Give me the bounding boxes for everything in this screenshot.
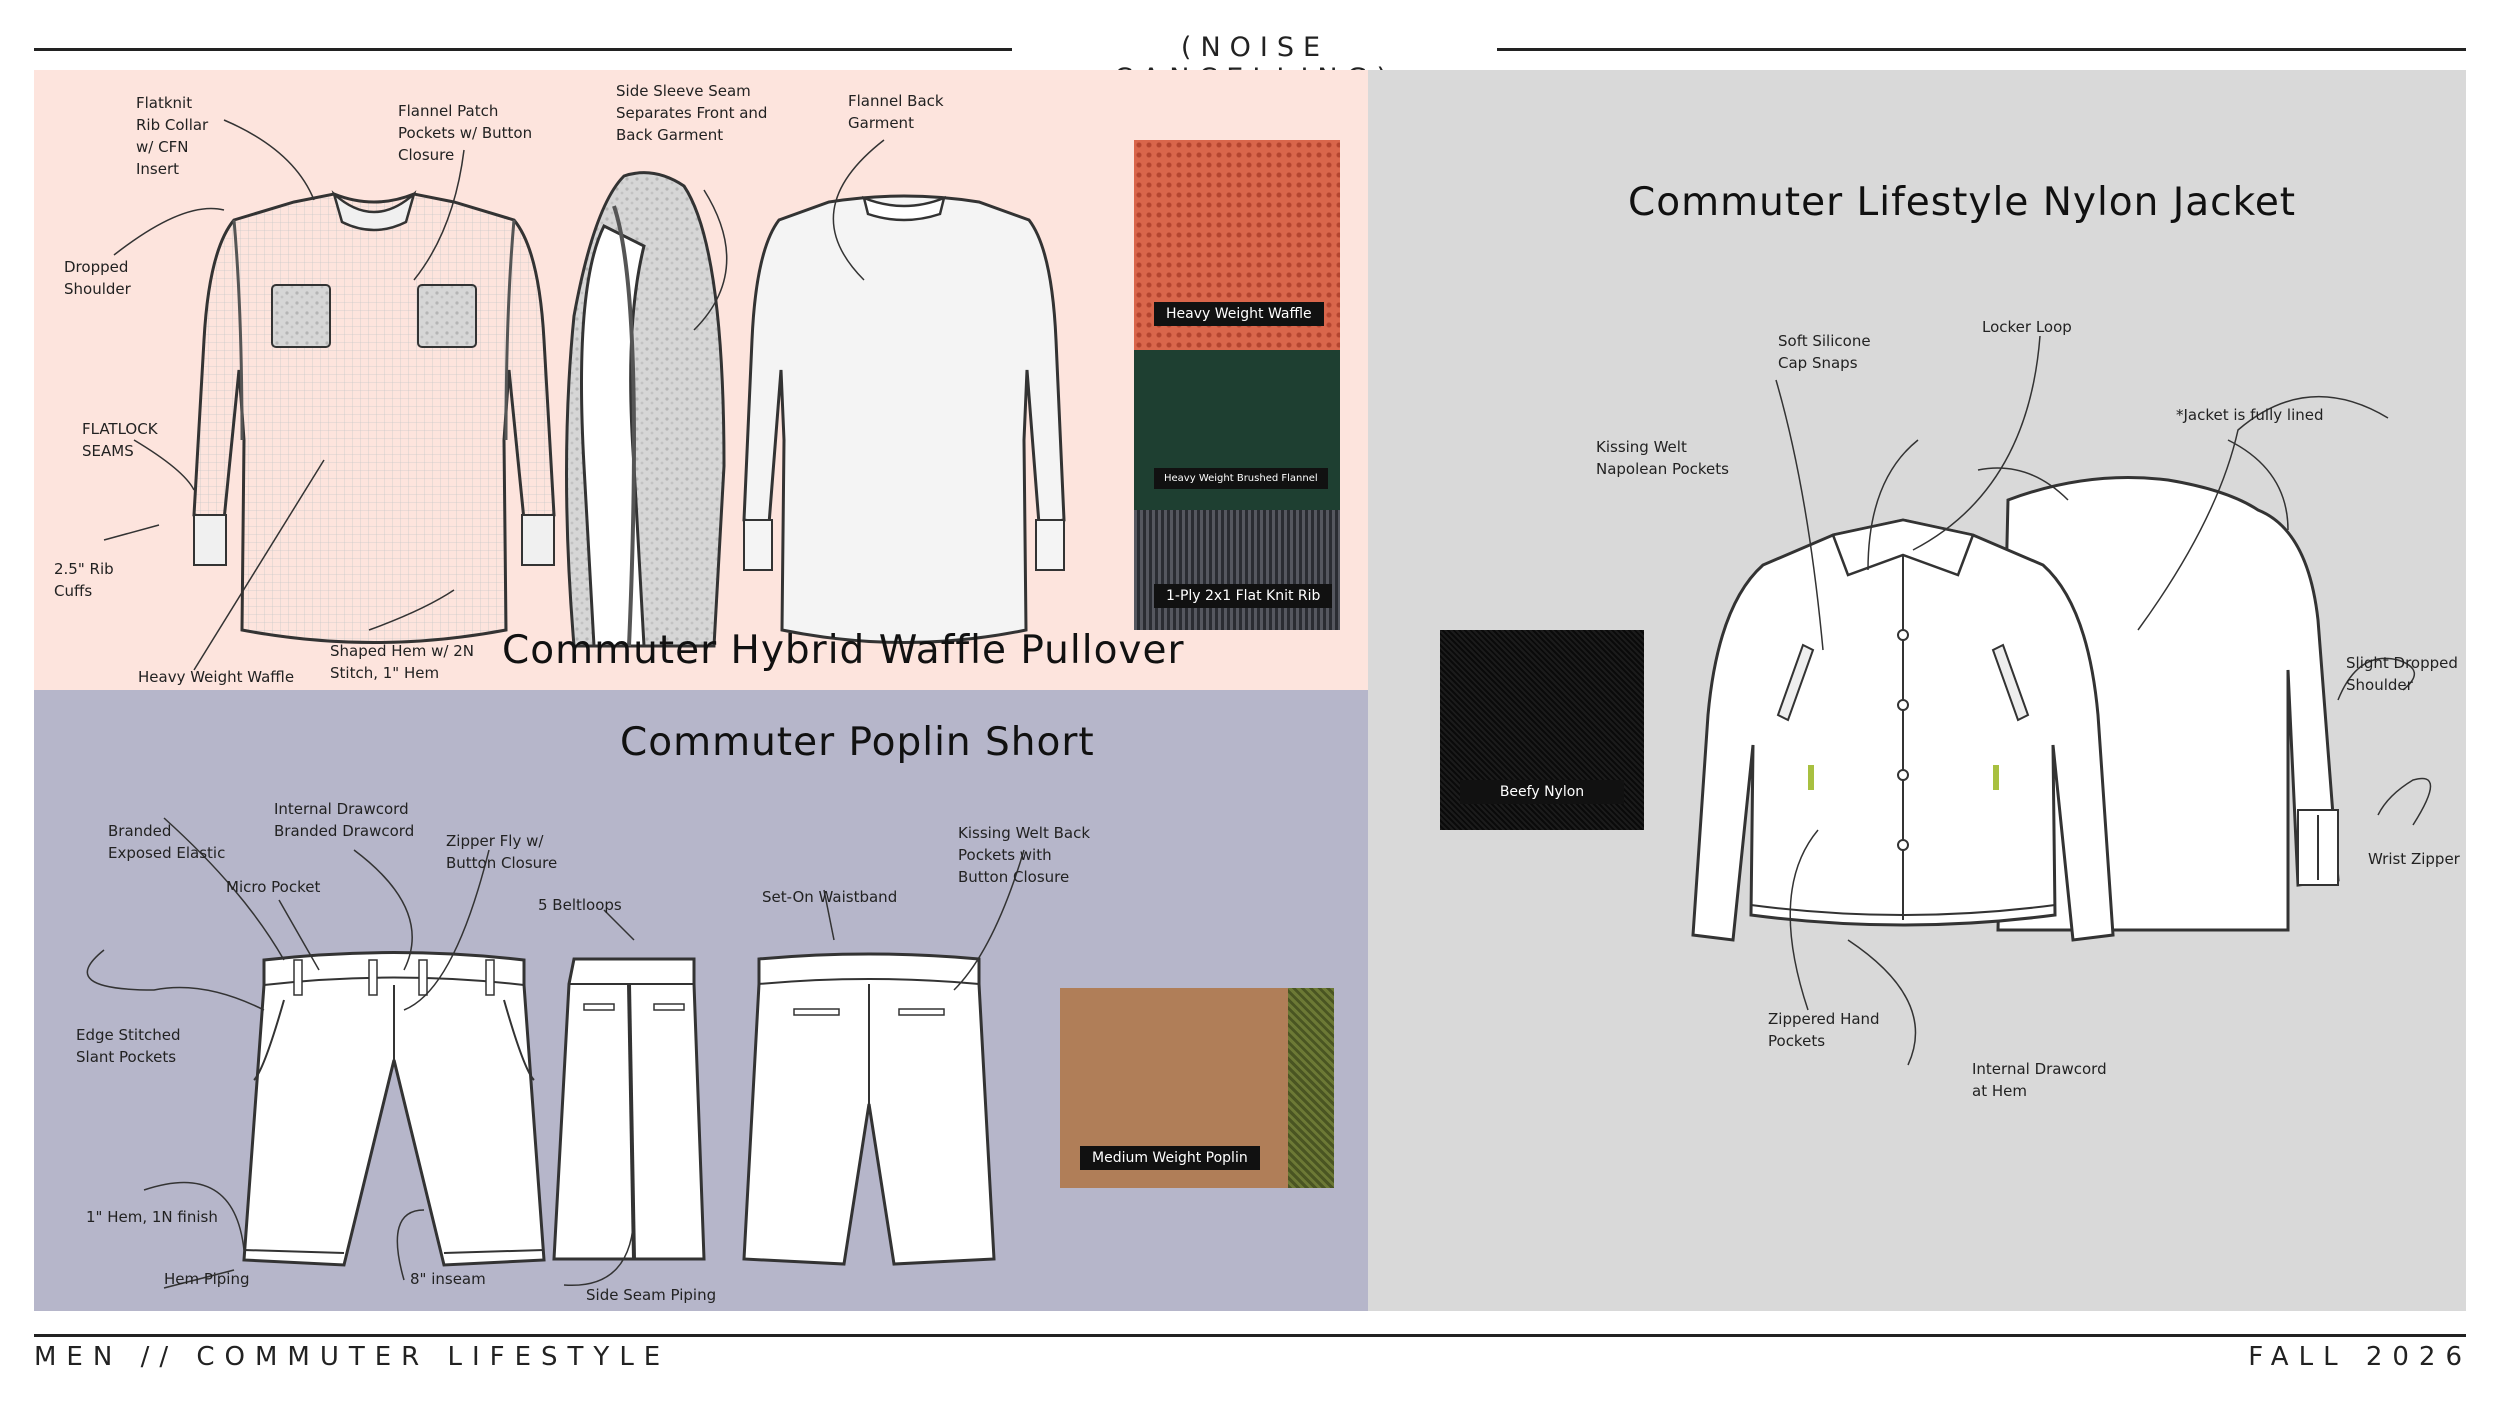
callout-napolean-pockets: Kissing Welt Napolean Pockets: [1596, 438, 1729, 478]
callout-wrist-zipper: Wrist Zipper: [2368, 850, 2460, 868]
callout-zipper-fly: Zipper Fly w/ Button Closure: [446, 832, 558, 872]
footer-rule: [34, 1334, 2466, 1337]
footer-right: FALL 2026: [2248, 1342, 2472, 1372]
callout-rib-collar: Flatknit Rib Collar w/ CFN Insert: [136, 94, 209, 178]
swatch-label-heavy-waffle: Heavy Weight Waffle: [1154, 302, 1324, 326]
swatch-label-brushed-flannel: Heavy Weight Brushed Flannel: [1154, 468, 1328, 489]
callout-flannel-back: Flannel Back Garment: [848, 92, 944, 132]
callout-hem-finish: 1" Hem, 1N finish: [86, 1208, 218, 1226]
callout-drawcord-hem: Internal Drawcord at Hem: [1972, 1060, 2107, 1100]
short-callout-lines: [86, 817, 1025, 1289]
callout-set-on-waistband: Set-On Waistband: [762, 888, 898, 906]
short-title: Commuter Poplin Short: [620, 720, 1095, 765]
jacket-title: Commuter Lifestyle Nylon Jacket: [1628, 180, 2297, 225]
callout-edge-stitched: Edge Stitched Slant Pockets: [76, 1026, 181, 1066]
swatch-label-beefy-nylon: Beefy Nylon: [1460, 780, 1624, 804]
short-front-sketch: [242, 951, 546, 1267]
pullover-panel: Flatknit Rib Collar w/ CFN Insert Droppe…: [34, 70, 1368, 690]
callout-shaped-hem: Shaped Hem w/ 2N Stitch, 1" Hem: [330, 642, 475, 682]
pullover-side-sketch: [565, 171, 726, 648]
short-panel: Commuter Poplin Short: [34, 690, 1368, 1311]
callout-inseam: 8" inseam: [410, 1270, 486, 1288]
swatch-label-poplin: Medium Weight Poplin: [1080, 1146, 1260, 1170]
callout-slight-dropped-shoulder: Slight Dropped Shoulder: [2346, 654, 2458, 694]
callout-fully-lined: *Jacket is fully lined: [2176, 406, 2324, 424]
callout-beltloops: 5 Beltloops: [538, 896, 622, 914]
callout-side-seam-piping: Side Seam Piping: [586, 1286, 717, 1304]
jacket-callout-lines: [1775, 335, 2432, 1066]
short-side-sketch: [552, 957, 706, 1261]
callout-branded-elastic: Branded Exposed Elastic: [108, 822, 226, 862]
footer-left: MEN // COMMUTER LIFESTYLE: [34, 1342, 671, 1372]
short-back-sketch: [742, 952, 996, 1266]
callout-side-sleeve-seam: Side Sleeve Seam Separates Front and Bac…: [616, 82, 768, 144]
pullover-callout-lines: [103, 119, 885, 671]
callout-locker-loop: Locker Loop: [1982, 318, 2072, 336]
swatch-flat-knit-rib: [1134, 510, 1340, 630]
callout-cap-snaps: Soft Silicone Cap Snaps: [1778, 332, 1871, 372]
callout-rib-cuffs: 2.5" Rib Cuffs: [54, 560, 114, 600]
callout-heavy-waffle: Heavy Weight Waffle: [138, 668, 295, 686]
pullover-front-sketch: [192, 190, 556, 644]
callout-micro-pocket: Micro Pocket: [226, 878, 321, 896]
callout-internal-drawcord: Internal Drawcord Branded Drawcord: [274, 800, 415, 840]
jacket-front-sketch: [1691, 518, 2115, 942]
swatch-olive-trim: [1288, 988, 1334, 1188]
callout-patch-pockets: Flannel Patch Pockets w/ Button Closure: [398, 102, 533, 164]
swatch-label-flat-knit-rib: 1-Ply 2x1 Flat Knit Rib: [1154, 584, 1333, 608]
callout-zippered-hand-pockets: Zippered Hand Pockets: [1768, 1010, 1880, 1050]
callout-kissing-welt-back: Kissing Welt Back Pockets with Button Cl…: [958, 824, 1091, 886]
callout-flatlock-seams: FLATLOCK SEAMS: [82, 420, 158, 460]
header-rule-left: [34, 48, 1012, 51]
callout-hem-piping: Hem Piping: [164, 1270, 250, 1288]
header-rule-right: [1497, 48, 2466, 51]
jacket-panel: Commuter Lifestyle Nylon Jacket: [1368, 70, 2466, 1311]
pullover-back-sketch: [742, 194, 1066, 644]
callout-dropped-shoulder: Dropped Shoulder: [64, 258, 131, 298]
pullover-title: Commuter Hybrid Waffle Pullover: [502, 628, 1185, 673]
